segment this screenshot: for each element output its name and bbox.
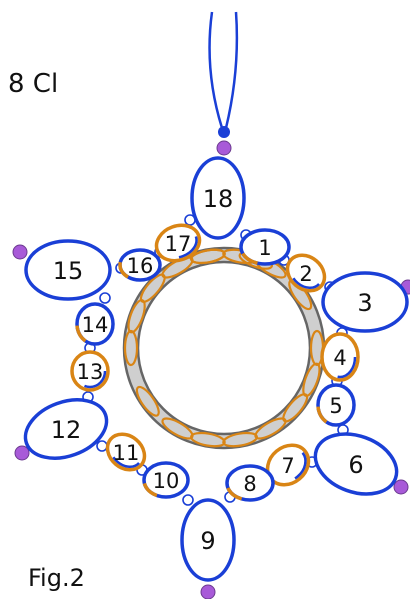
ring-14: 14: [75, 302, 115, 346]
ring-outline: [225, 464, 275, 502]
figure-caption: Fig.2: [28, 564, 85, 592]
picot: [200, 584, 216, 599]
join-loop: [99, 292, 111, 304]
ring-label: 8: [243, 472, 256, 496]
ring-label: 16: [127, 254, 154, 278]
ring-label: 14: [82, 313, 109, 337]
chain-wrap: [282, 393, 309, 423]
chain-wrap: [161, 417, 194, 440]
ring-label: 2: [299, 262, 312, 286]
ring-16: 16: [118, 248, 162, 282]
chain-wraps: [123, 248, 325, 448]
ring-outline: [313, 432, 399, 496]
ring-outline: [180, 498, 236, 582]
join-loop: [96, 440, 108, 452]
ring-label: 18: [203, 185, 234, 213]
chain-wrap: [135, 385, 160, 417]
ring-outline: [239, 228, 291, 266]
ring-label: 6: [348, 451, 363, 479]
diagram-title: 8 Cl: [8, 69, 58, 99]
ring-label: 3: [357, 289, 372, 317]
picots: [12, 140, 410, 599]
chain-wrap: [190, 248, 226, 265]
ring-15: 15: [24, 239, 112, 301]
ring-outline: [24, 239, 112, 301]
ring-label: 5: [329, 394, 342, 418]
ring-label: 4: [333, 346, 346, 370]
ring-label: 1: [258, 236, 271, 260]
ring-outline: [142, 461, 190, 499]
ring-18: 18: [190, 156, 246, 240]
thread-tail: [208, 11, 239, 138]
ring-5: 5: [316, 383, 356, 427]
ring-6: 6: [313, 432, 399, 496]
ring-1: 1: [239, 228, 291, 266]
ring-outline: [316, 383, 356, 427]
chain-wrap: [123, 329, 139, 367]
ring-3: 3: [321, 271, 409, 333]
ring-label: 7: [281, 454, 294, 478]
picot: [12, 244, 28, 260]
picot: [393, 479, 409, 495]
ring-12: 12: [23, 398, 109, 460]
ring-2: 2: [285, 253, 327, 293]
ring-label: 17: [165, 232, 192, 256]
ring-outline: [75, 302, 115, 346]
thread-segment: [73, 353, 107, 389]
chain-outline: [320, 332, 360, 382]
chain-segment: [118, 248, 162, 282]
ring-10: 10: [142, 461, 190, 499]
ring-outline: [190, 156, 246, 240]
thread-segment: [323, 335, 357, 379]
ring-17: 17: [154, 223, 202, 263]
ring-label: 10: [153, 469, 180, 493]
ring-8: 8: [225, 464, 275, 502]
ring-outline: [321, 271, 409, 333]
ring-11: 11: [105, 432, 147, 472]
ring-4: 4: [320, 332, 360, 382]
chain-outline: [70, 350, 110, 392]
join-loop: [182, 494, 194, 506]
ring-label: 9: [200, 527, 215, 555]
ring-label: 12: [51, 416, 82, 444]
thread-segment: [289, 256, 323, 290]
ring-label: 11: [113, 441, 140, 465]
picot: [14, 445, 30, 461]
ring-outline: [23, 398, 109, 460]
thread-segment: [158, 227, 198, 259]
chain-wrap: [222, 431, 258, 448]
ring-9: 9: [180, 498, 236, 582]
ring-label: 15: [53, 257, 84, 285]
thread-segment: [269, 446, 307, 484]
ring-13: 13: [70, 350, 110, 392]
ring-label: 13: [77, 360, 104, 384]
chain-wrap: [139, 273, 166, 303]
picot: [216, 140, 232, 156]
thread-segment: [109, 435, 143, 469]
